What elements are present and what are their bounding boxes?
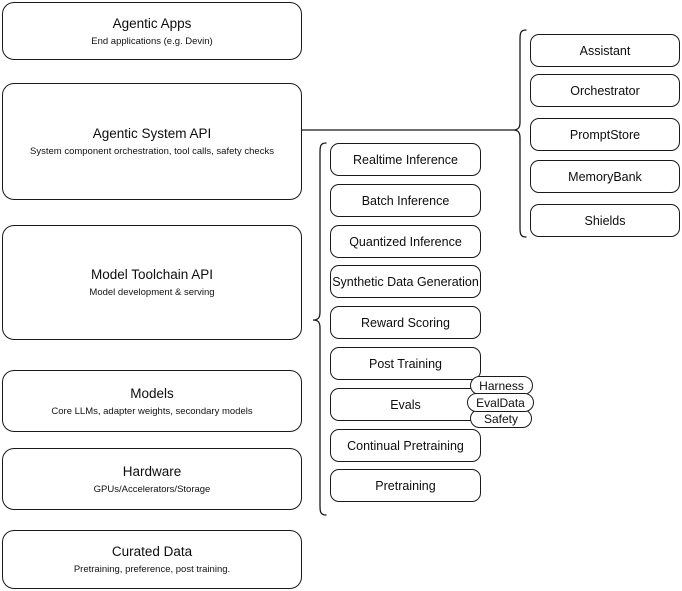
system-components-brace [512, 29, 527, 238]
system-item-memorybank[interactable]: MemoryBank [530, 160, 680, 193]
layer-models[interactable]: Models Core LLMs, adapter weights, secon… [2, 370, 302, 432]
layer-title: Agentic Apps [112, 15, 192, 31]
layer-subtitle: Model development & serving [89, 287, 215, 298]
toolchain-item-post-training[interactable]: Post Training [330, 347, 481, 380]
layer-subtitle: Core LLMs, adapter weights, secondary mo… [51, 405, 253, 417]
system-item-shields[interactable]: Shields [530, 204, 680, 237]
toolchain-components-brace [312, 142, 327, 516]
toolchain-item-evals[interactable]: Evals [330, 388, 481, 421]
layer-subtitle: GPUs/Accelerators/Storage [93, 483, 211, 495]
layer-subtitle: Pretraining, preference, post training. [73, 564, 231, 575]
toolchain-item-realtime-inference[interactable]: Realtime Inference [330, 143, 481, 176]
layer-title: Hardware [122, 463, 182, 479]
layer-agentic-apps[interactable]: Agentic Apps End applications (e.g. Devi… [2, 2, 302, 60]
layer-subtitle: System component orchestration, tool cal… [30, 146, 274, 157]
eval-badge-evaldata[interactable]: EvalData [467, 393, 534, 412]
layer-agentic-system-api[interactable]: Agentic System API System component orch… [2, 83, 302, 200]
toolchain-item-synthetic-data-generation[interactable]: Synthetic Data Generation [330, 265, 481, 298]
layer-hardware[interactable]: Hardware GPUs/Accelerators/Storage [2, 448, 302, 510]
system-item-orchestrator[interactable]: Orchestrator [530, 74, 680, 107]
eval-badge-safety[interactable]: Safety [470, 409, 532, 428]
toolchain-item-reward-scoring[interactable]: Reward Scoring [330, 306, 481, 339]
layer-title: Curated Data [111, 544, 193, 559]
layer-title: Model Toolchain API [90, 267, 214, 282]
layer-title: Models [130, 385, 174, 401]
toolchain-item-continual-pretraining[interactable]: Continual Pretraining [330, 429, 481, 462]
layer-title: Agentic System API [92, 126, 212, 141]
system-item-promptstore[interactable]: PromptStore [530, 118, 680, 151]
layer-curated-data[interactable]: Curated Data Pretraining, preference, po… [2, 530, 302, 589]
toolchain-item-quantized-inference[interactable]: Quantized Inference [330, 225, 481, 258]
layer-subtitle: End applications (e.g. Devin) [91, 35, 213, 47]
layer-model-toolchain-api[interactable]: Model Toolchain API Model development & … [2, 225, 302, 340]
toolchain-item-pretraining[interactable]: Pretraining [330, 469, 481, 502]
toolchain-item-batch-inference[interactable]: Batch Inference [330, 184, 481, 217]
system-item-assistant[interactable]: Assistant [530, 34, 680, 67]
